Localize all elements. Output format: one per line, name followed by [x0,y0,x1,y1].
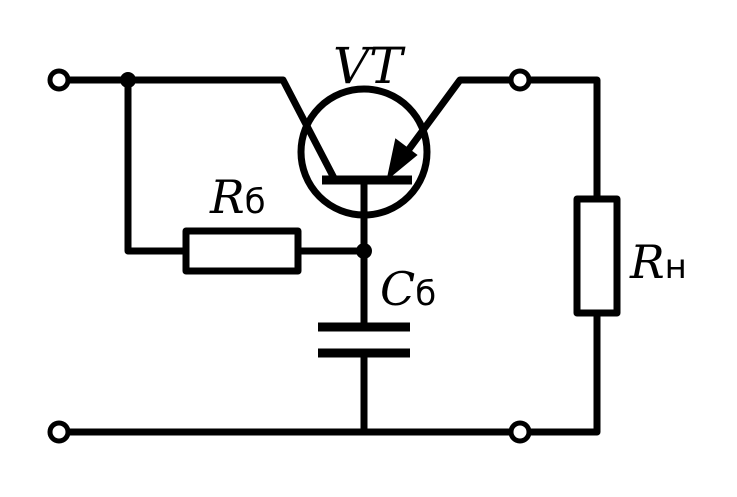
wire-bottom-to-load [529,313,601,436]
junction-dot-base [356,243,372,259]
label-r-base-sub: б [245,182,266,222]
label-c-base-sub: б [415,274,436,314]
label-c-base: Cб [380,262,436,316]
wire-load-top [529,76,601,199]
terminal-output-top [508,68,532,92]
label-c-base-main: C [380,262,415,316]
label-r-base-main: R [209,170,245,224]
terminal-input-bottom [47,420,71,444]
label-r-load-sub: н [665,247,687,287]
resistor-r-base [182,227,302,275]
label-r-load: Rн [629,235,687,289]
transistor-body [297,85,431,219]
resistor-r-load [573,195,621,317]
emitter-arrow [386,138,418,181]
wire-bias-branch [124,80,186,255]
label-transistor: VT [333,37,406,95]
label-r-load-main: R [629,235,665,289]
wire-input-top [67,76,339,182]
junction-dot-top [120,72,136,88]
terminal-output-bottom [508,420,532,444]
label-r-base: Rб [209,170,266,224]
terminal-input-top [47,68,71,92]
